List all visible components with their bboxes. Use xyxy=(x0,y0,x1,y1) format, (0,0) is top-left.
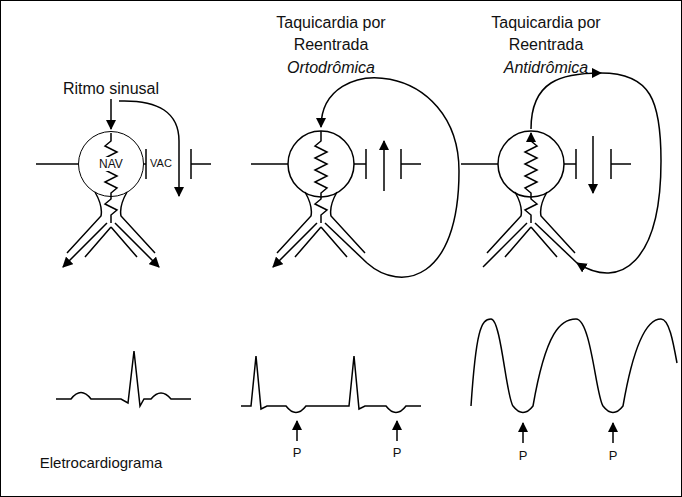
p-wave-label: P xyxy=(387,445,407,461)
pathway-label: VAC xyxy=(149,157,173,170)
sinus-panel xyxy=(36,99,211,267)
caption-text: Eletrocardiograma xyxy=(1,454,201,472)
orthodromic-panel xyxy=(251,78,459,277)
antidromic-panel xyxy=(461,73,661,273)
caption-text: Ritmo sinusal xyxy=(31,78,191,100)
p-wave-label: P xyxy=(513,448,533,464)
ecg-traces xyxy=(56,319,677,443)
p-wave-label: P xyxy=(287,445,307,461)
caption-text: Antidrômica xyxy=(476,57,616,79)
p-wave-label: P xyxy=(603,448,623,464)
av-node-circle: NAV xyxy=(78,131,144,197)
caption-text: Taquicardia por Reentrada xyxy=(476,12,616,56)
caption-text: Taquicardia por Reentrada xyxy=(261,12,401,56)
caption-text: Ortodrômica xyxy=(261,57,401,79)
node-label: NAV xyxy=(98,157,124,171)
